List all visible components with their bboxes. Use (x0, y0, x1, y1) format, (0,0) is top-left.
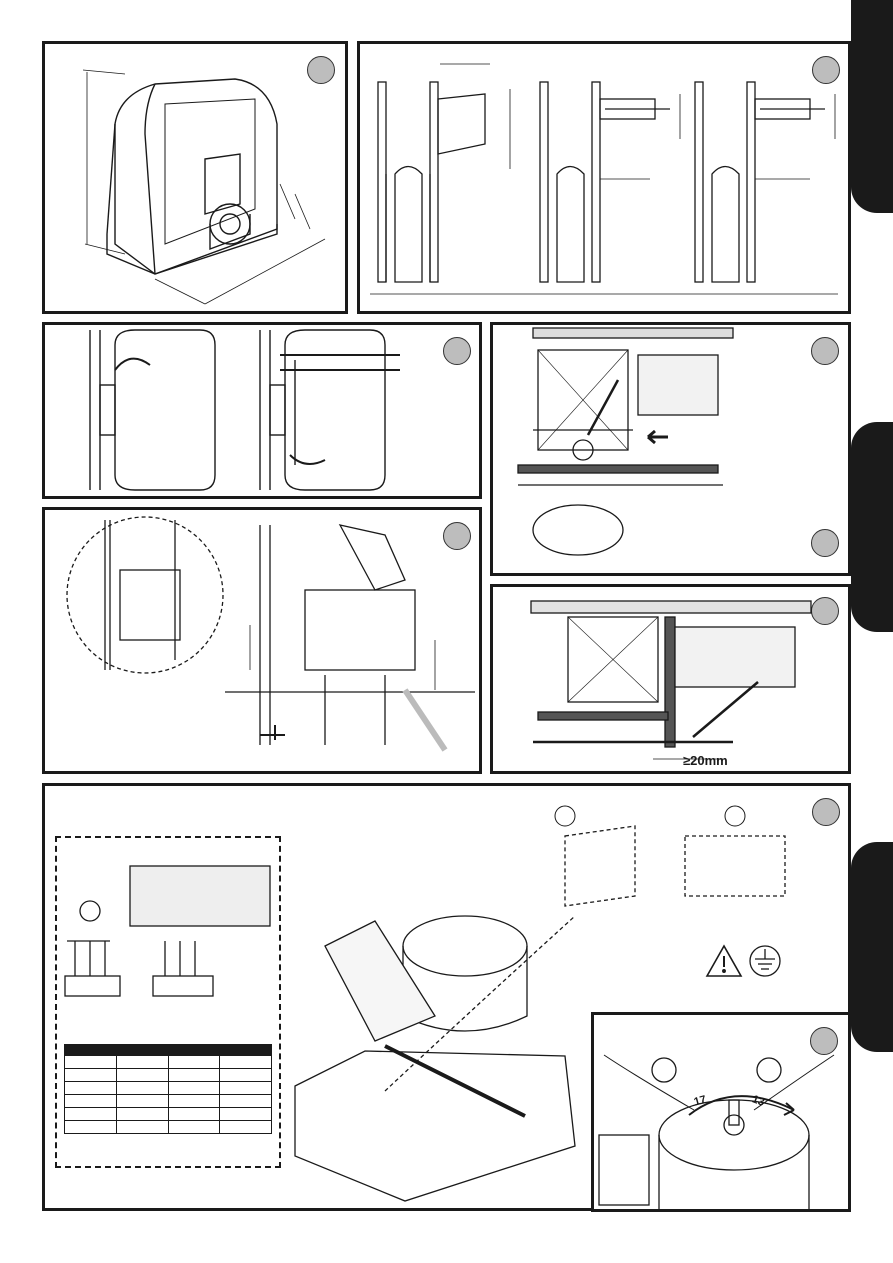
side-tab-top (851, 0, 893, 213)
clearance-dimension-label: ≥20mm (683, 753, 728, 768)
panel-stop-clearance: ≥20mm (490, 584, 851, 774)
wiring-table (64, 1044, 272, 1134)
panel-rack-fixing (490, 322, 851, 576)
panel-manual-release: 17 13 (591, 1012, 851, 1212)
gate-bracket-drawing (360, 44, 848, 311)
rack-fixing-drawing (493, 325, 848, 573)
panel-gate-bracket (357, 41, 851, 314)
side-tab-middle (851, 422, 893, 632)
open-cover-drawing (45, 325, 479, 496)
mount-drawing (45, 510, 479, 771)
panel-open-cover (42, 322, 482, 499)
panel-mount (42, 507, 482, 774)
stop-clearance-drawing (493, 587, 848, 771)
side-tab-bottom (851, 842, 893, 1052)
panel-motor-dimensions (42, 41, 348, 314)
release-drawing (594, 1015, 848, 1209)
motor-dimensions-drawing (45, 44, 345, 311)
